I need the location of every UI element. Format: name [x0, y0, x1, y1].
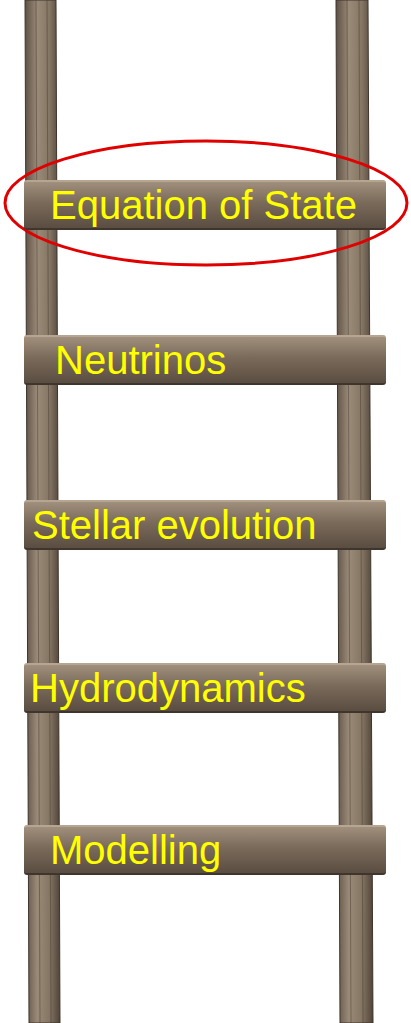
- ladder-rung: Hydrodynamics: [24, 663, 386, 713]
- ladder-rung: Modelling: [24, 825, 386, 875]
- rung-label: Stellar evolution: [32, 502, 386, 548]
- ladder-rung: Neutrinos: [24, 335, 386, 385]
- highlight-ellipse: [5, 141, 407, 265]
- rung-label: Neutrinos: [55, 337, 386, 383]
- ladder-rung: Equation of State: [24, 180, 386, 230]
- ladder-rung: Stellar evolution: [24, 500, 386, 550]
- rung-label: Equation of State: [50, 182, 386, 228]
- rung-label: Hydrodynamics: [30, 665, 386, 711]
- rung-label: Modelling: [50, 827, 386, 873]
